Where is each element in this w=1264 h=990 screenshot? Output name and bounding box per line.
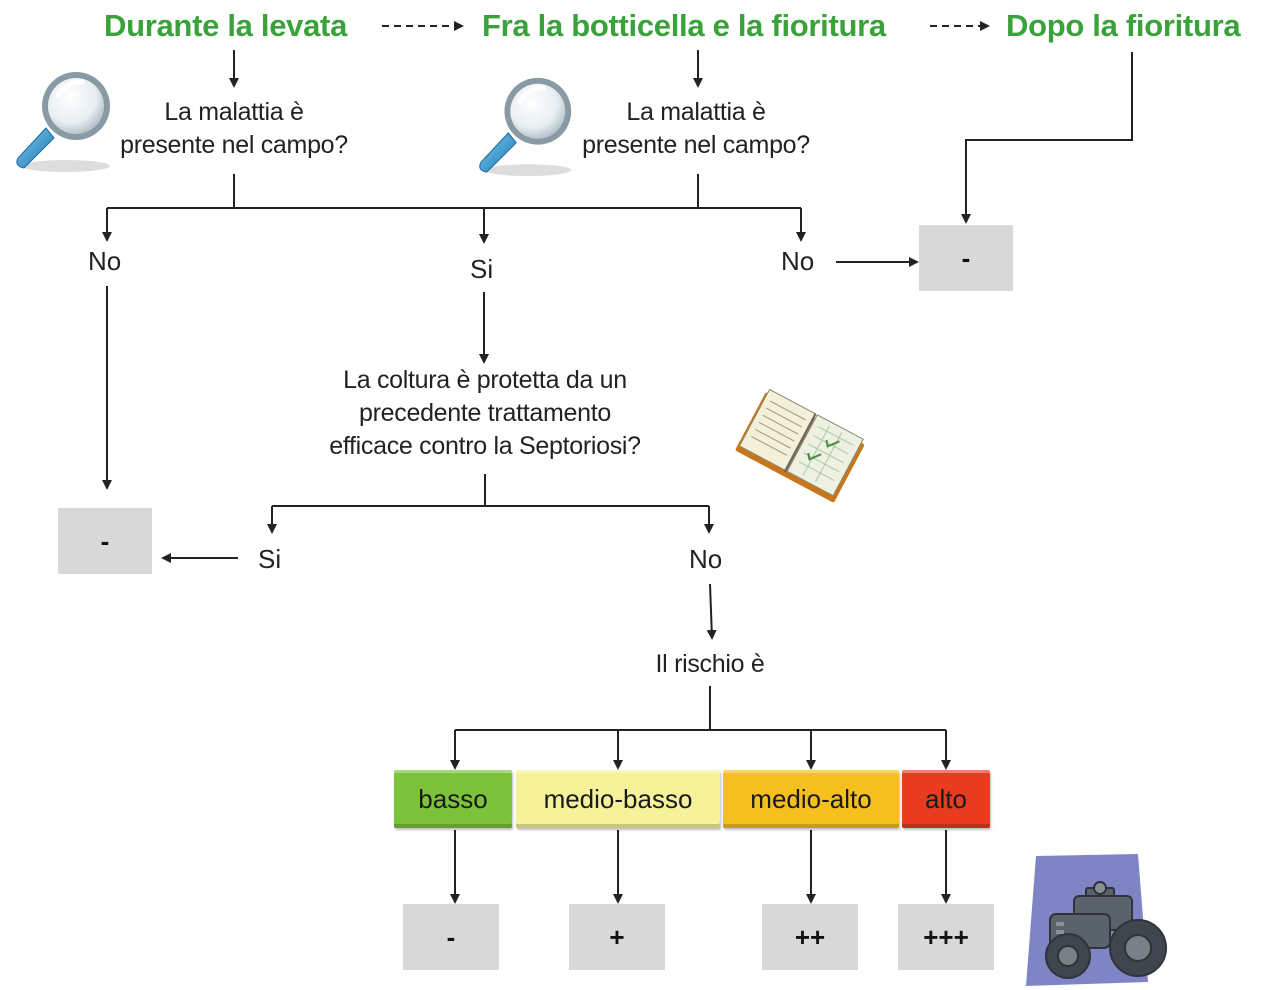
stage-title-botticella: Fra la botticella e la fioritura	[482, 8, 886, 43]
magnifier-icon	[16, 72, 110, 172]
question-disease-present-1: La malattia è presente nel campo?	[94, 96, 374, 162]
stage-title-dopo-fioritura: Dopo la fioritura	[1006, 8, 1241, 43]
outcome-box-alto: +++	[898, 904, 994, 970]
outcome-box-basso: -	[403, 904, 499, 970]
question-crop-protected: La coltura è protetta da un precedente t…	[270, 364, 700, 463]
question-disease-present-2: La malattia è presente nel campo?	[556, 96, 836, 162]
answer-no-protected: No	[689, 544, 723, 574]
answer-si-protected: Si	[258, 544, 282, 574]
magnifier-icon	[479, 77, 572, 177]
outcome-box-medio-alto: ++	[762, 904, 858, 970]
risk-level-alto: alto	[902, 770, 990, 828]
answer-si-center: Si	[470, 254, 494, 284]
risk-level-medio-alto: medio-alto	[723, 770, 899, 828]
answer-no-left: No	[88, 246, 122, 276]
question-line: La malattia è	[164, 98, 304, 126]
question-line: La malattia è	[626, 98, 766, 126]
risk-level-basso: basso	[394, 770, 512, 828]
outcome-box-medio-basso: +	[569, 904, 665, 970]
risk-level-medio-basso: medio-basso	[516, 770, 720, 828]
notebook-icon	[735, 388, 865, 503]
outcome-box-protected: -	[58, 508, 152, 574]
question-line: efficace contro la Septoriosi?	[329, 432, 641, 460]
question-line: presente nel campo?	[120, 131, 348, 159]
question-line: La coltura è protetta da un	[343, 366, 627, 394]
question-line: presente nel campo?	[582, 131, 810, 159]
answer-no-right: No	[781, 246, 815, 276]
question-line: precedente trattamento	[359, 399, 611, 427]
stage-title-levata: Durante la levata	[104, 8, 348, 43]
outcome-box-no-treatment: -	[919, 225, 1013, 291]
question-risk-level: Il rischio è	[655, 650, 765, 678]
tractor-icon	[1026, 854, 1167, 986]
